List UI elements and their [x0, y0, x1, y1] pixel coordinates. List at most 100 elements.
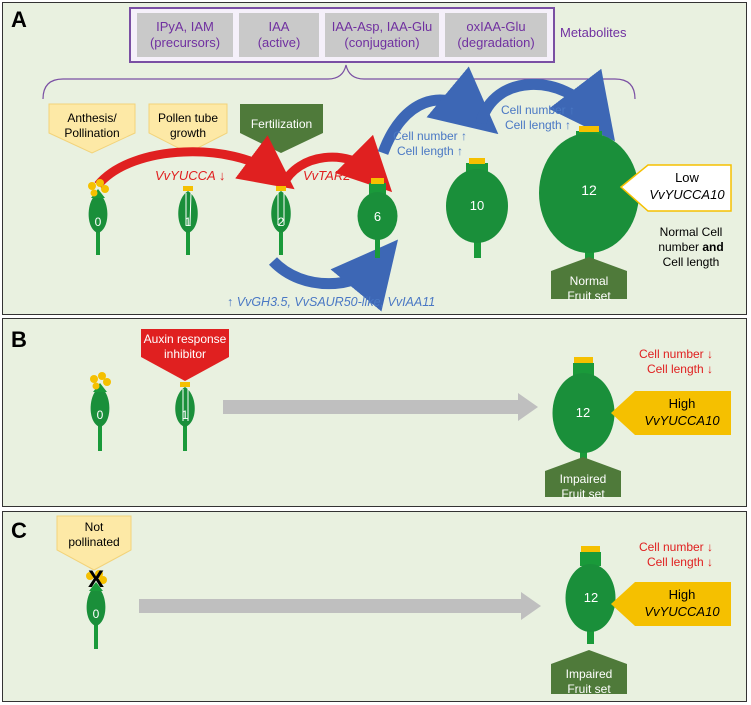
panel-c-graphics — [56, 515, 731, 694]
stage-10-number: 10 — [469, 198, 485, 213]
normal-cell-label: Normal Cell number and Cell length — [639, 225, 743, 270]
high-text: High — [668, 396, 696, 411]
metabolite-line: (precursors) — [149, 35, 221, 50]
pollen-callout — [148, 103, 228, 154]
metabolite-line: IAA-Asp, IAA-Glu — [331, 19, 433, 34]
blue-arrow-6-10 — [377, 66, 499, 155]
cell-growth-6-10: Cell number ↑ Cell length ↑ — [391, 129, 469, 159]
flower-stage-0 — [86, 570, 107, 649]
metabolite-degradation: oxIAA-Glu (degradation) — [445, 13, 547, 57]
yucca-down-label: VvYUCCA ↓ — [155, 168, 225, 183]
impaired-fruit-set-label: Impaired Fruit set — [545, 472, 621, 502]
metabolite-precursors: IPyA, IAM (precursors) — [137, 13, 233, 57]
metabolite-line: oxIAA-Glu — [466, 19, 526, 34]
tar2-gene: VvTAR2 — [303, 168, 351, 183]
auxin-inhibitor-label: Auxin response inhibitor — [141, 332, 229, 362]
blue-arrow-10-12 — [475, 68, 616, 142]
impaired-line: Impaired — [559, 472, 607, 486]
grey-arrow-b — [223, 393, 538, 421]
low-yucca-label: Low VvYUCCA10 — [643, 169, 731, 203]
anthesis-line: Pollination — [64, 126, 120, 140]
cell-number-down: Cell number ↓ — [638, 540, 713, 554]
anthesis-line: Anthesis/ — [67, 111, 117, 125]
panel-c: C Not pollinated X 0 12 Cell number ↓ Ce… — [2, 511, 747, 702]
yucca10-gene: VvYUCCA10 — [649, 187, 725, 202]
panel-c-label: C — [11, 518, 27, 543]
tar2-red-arrow — [278, 134, 393, 193]
down-arrow: ↓ — [354, 168, 361, 183]
impaired-fruit-set-box — [545, 457, 621, 497]
induced-genes: VvGH3.5, VvSAUR50-like, VvIAA11 — [236, 295, 436, 309]
metabolite-active: IAA (active) — [239, 13, 319, 57]
high-yucca-label: High VvYUCCA10 — [633, 395, 731, 429]
impaired-line: Fruit set — [561, 487, 605, 501]
flower-stage-1 — [178, 186, 198, 255]
induced-up: ↑ — [227, 295, 234, 309]
yucca10-gene: VvYUCCA10 — [644, 413, 720, 428]
cell-length-up: Cell length ↑ — [396, 144, 464, 158]
x-mark: X — [87, 566, 104, 593]
flower-stage-0 — [90, 372, 111, 451]
normal-line: Cell length — [662, 255, 720, 269]
metabolite-line: (active) — [257, 35, 301, 50]
low-text: Low — [675, 170, 699, 185]
cell-length-up: Cell length ↑ — [504, 118, 572, 132]
auxin-line: inhibitor — [163, 347, 207, 361]
cell-growth-down-c: Cell number ↓ Cell length ↓ — [619, 540, 713, 570]
high-text: High — [668, 587, 696, 602]
fruit-stage-10 — [446, 158, 508, 258]
fruit-stage-12-c — [565, 546, 616, 644]
cell-number-down: Cell number ↓ — [638, 347, 713, 361]
not-pollinated-label: Not pollinated — [57, 520, 131, 550]
induced-genes-label: ↑ VvGH3.5, VvSAUR50-like, VvIAA11 — [227, 295, 435, 309]
not-pollinated-line: pollinated — [68, 535, 120, 549]
normal-fruit-set-box — [551, 257, 627, 299]
stage-0-number: 0 — [94, 215, 102, 229]
fruit-stage-6 — [357, 178, 398, 258]
panel-a-graphics — [42, 64, 732, 312]
impaired-fruit-set-box — [551, 650, 627, 694]
cell-growth-10-12: Cell number ↑ Cell length ↑ — [499, 103, 577, 133]
fruit-stage-12-b — [552, 357, 615, 463]
panel-a-label: A — [11, 7, 27, 32]
pollen-line: Pollen tube — [157, 111, 219, 125]
down-arrow: ↓ — [218, 168, 226, 183]
cell-number-up: Cell number ↑ — [500, 103, 576, 117]
metabolites-brace — [42, 64, 636, 100]
yucca-gene: VvYUCCA — [155, 168, 216, 183]
stage-12-number: 12 — [581, 182, 597, 198]
panel-b-label: B — [11, 327, 27, 352]
normal-line-text: number — [658, 240, 703, 254]
high-yucca-callout — [611, 391, 731, 435]
high-yucca-callout — [611, 582, 731, 626]
panel-a: A IPyA, IAM (precursors) IAA (active) IA… — [2, 2, 747, 315]
yucca10-gene: VvYUCCA10 — [644, 604, 720, 619]
auxin-line: Auxin response — [143, 332, 227, 346]
panel-b: B Auxin response inhibitor 0 1 12 — [2, 318, 747, 507]
fruit-stage-12 — [539, 126, 639, 259]
high-yucca-label: High VvYUCCA10 — [633, 586, 731, 620]
stage-0-number: 0 — [92, 607, 100, 621]
panel-b-graphics — [90, 329, 731, 497]
anthesis-label: Anthesis/ Pollination — [49, 111, 135, 141]
pollen-label: Pollen tube growth — [149, 111, 227, 141]
cell-length-down: Cell length ↓ — [646, 555, 713, 569]
not-pollinated-line: Not — [84, 520, 104, 534]
grey-arrow-c — [139, 592, 541, 620]
normal-and: and — [702, 240, 724, 254]
cell-length-down: Cell length ↓ — [646, 362, 713, 376]
yucca-red-arrow — [94, 135, 295, 190]
pollen-line: growth — [169, 126, 207, 140]
metabolites-box: IPyA, IAM (precursors) IAA (active) IAA-… — [129, 7, 555, 63]
metabolite-line: (degradation) — [457, 35, 535, 50]
stage-1-number: 1 — [181, 408, 189, 422]
anthesis-callout — [48, 103, 136, 154]
stage-6-number: 6 — [373, 209, 382, 224]
blue-arrow-2-6 — [268, 239, 399, 312]
stage-1-number: 1 — [184, 215, 192, 229]
low-yucca-callout — [619, 164, 732, 212]
fruit-set-line: Normal — [569, 274, 609, 288]
fertilization-label: Fertilization — [250, 117, 313, 131]
cell-number-up: Cell number ↑ — [392, 129, 468, 143]
normal-line: Normal Cell — [659, 225, 723, 239]
